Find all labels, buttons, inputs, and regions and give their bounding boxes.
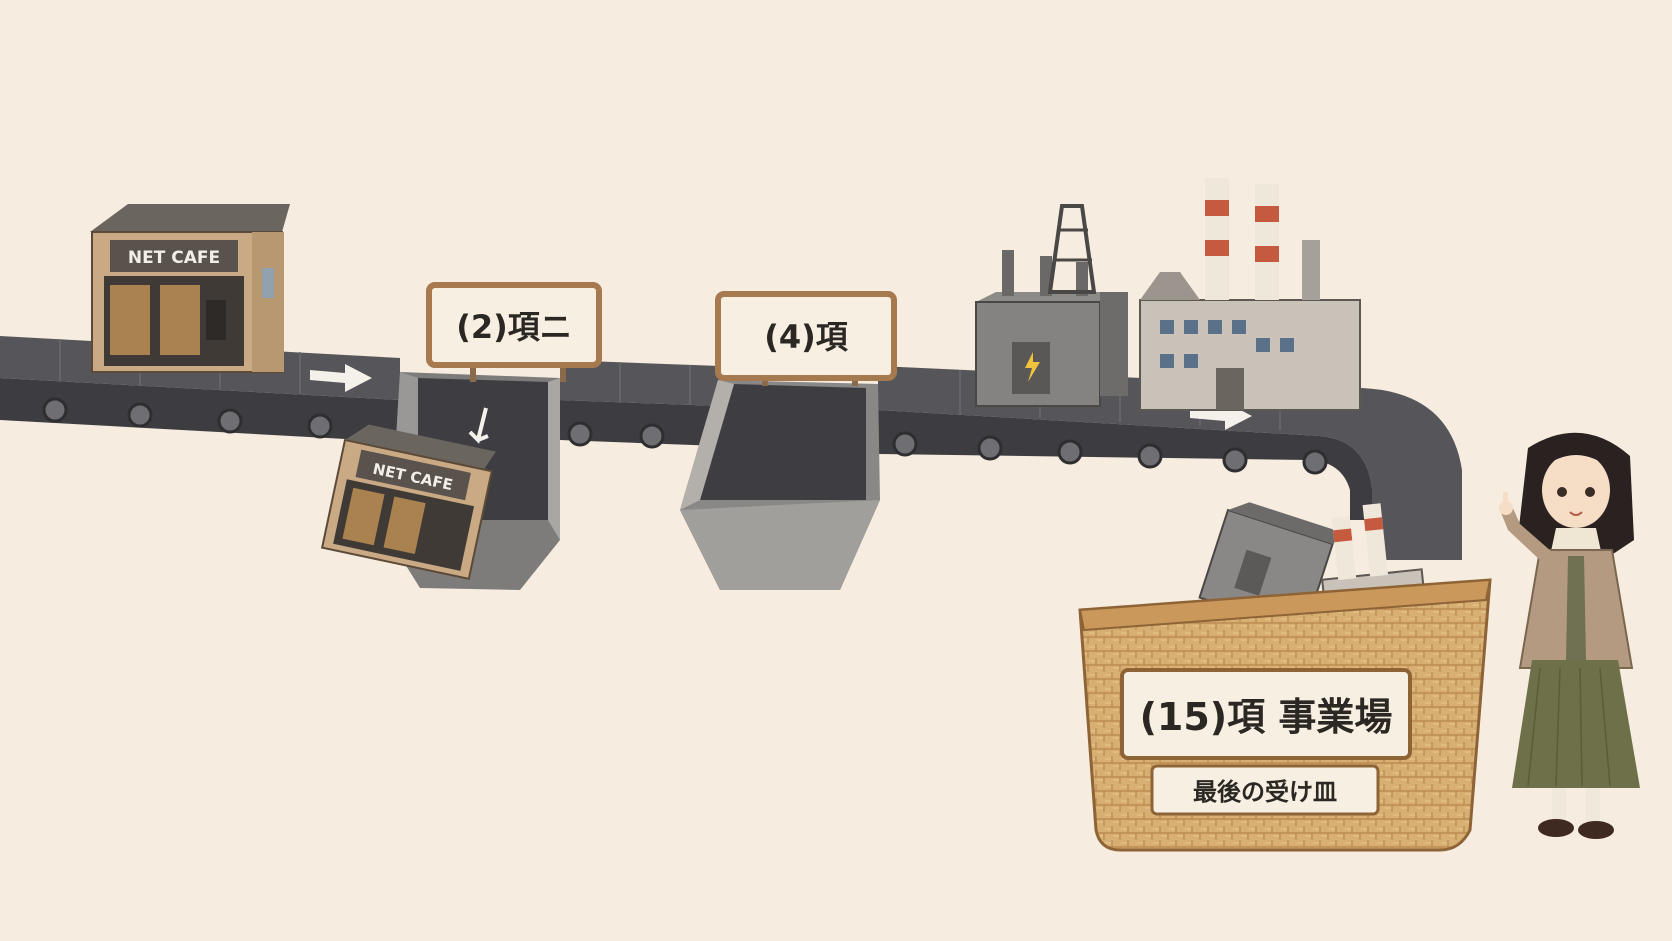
factory [1139, 178, 1361, 411]
net-cafe-building: NET CAFE [90, 204, 290, 373]
lightning-icon [1025, 352, 1040, 382]
sign-2-label: (2)項ニ [456, 308, 572, 346]
sign-15-sub-label: 最後の受け皿 [1193, 778, 1337, 806]
basket: (15)項 事業場 最後の受け皿 [1078, 502, 1492, 852]
net-cafe-falling: NET CAFE [320, 424, 496, 580]
conveyor-belt [0, 336, 1462, 560]
arrow-right-icon [310, 364, 372, 392]
pit-4 [680, 380, 880, 590]
power-substation [975, 204, 1128, 407]
chimney-left [1205, 178, 1229, 300]
guide-character [1499, 432, 1640, 839]
sign-4-label: (4)項 [764, 318, 849, 356]
chimney-center [1255, 184, 1279, 300]
sign-4: (4)項 [715, 291, 897, 386]
sign-15-label: (15)項 事業場 [1140, 695, 1393, 739]
sign-2: (2)項ニ [426, 282, 602, 382]
arrow-down-icon [468, 407, 489, 444]
net-cafe-sign: NET CAFE [128, 248, 220, 268]
